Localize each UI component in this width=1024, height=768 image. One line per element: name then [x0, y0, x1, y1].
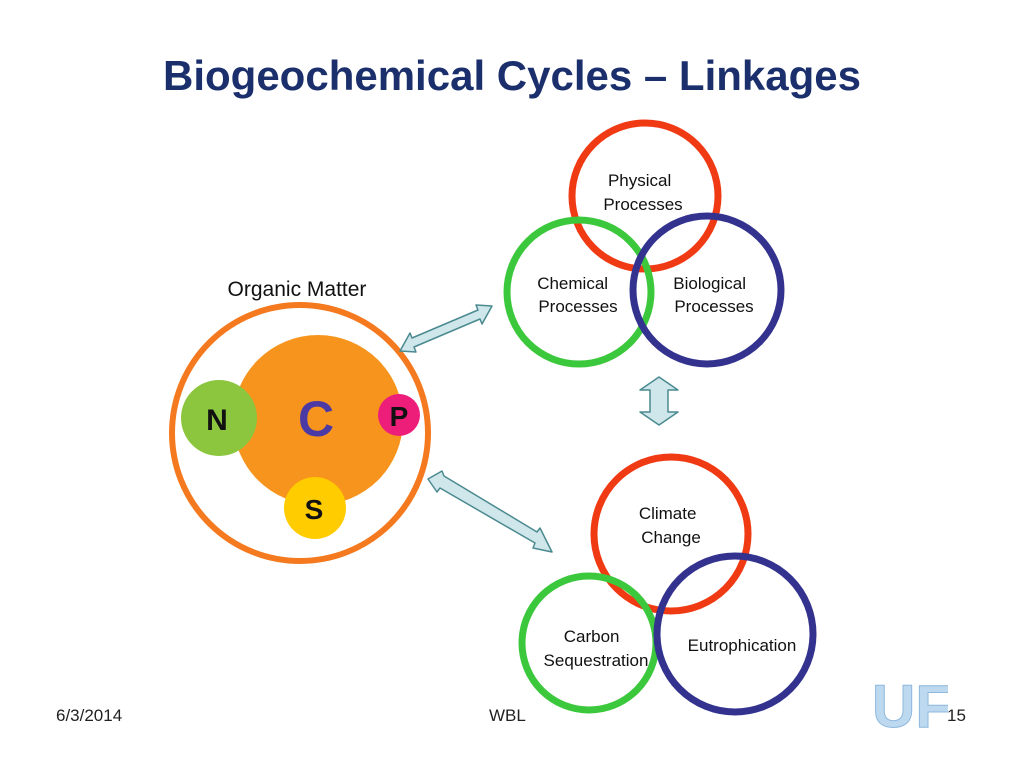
- eutrophication-ring: [653, 552, 817, 716]
- biological-processes-label: Biological Processes: [673, 274, 753, 316]
- climate-line-2: Change: [641, 528, 701, 547]
- double-arrow-bottom: [427, 470, 553, 553]
- biological-line-1: Biological: [673, 274, 746, 293]
- eutrophication-label: Eutrophication: [688, 636, 797, 655]
- nitrogen-circle: [181, 380, 257, 456]
- organic-matter-label: Organic Matter: [228, 278, 367, 301]
- physical-line-2: Processes: [603, 195, 682, 214]
- double-arrow-vertical: [639, 376, 679, 426]
- physical-processes-label: Physical Processes: [603, 171, 682, 214]
- carbon-line-1: Carbon: [564, 627, 620, 646]
- slide-title: Biogeochemical Cycles – Linkages: [163, 52, 861, 99]
- biological-processes-ring: [629, 212, 785, 368]
- carbon-line-2: Sequestration: [544, 651, 649, 670]
- sulfur-label: S: [305, 494, 324, 525]
- nitrogen-label: N: [206, 404, 228, 437]
- carbon-core: [233, 335, 403, 505]
- carbon-label: C: [298, 391, 334, 447]
- phosphorus-circle: [378, 394, 420, 436]
- footer-date: 6/3/2014: [56, 706, 123, 725]
- climate-change-label: Climate Change: [639, 504, 701, 547]
- phosphorus-label: P: [390, 401, 409, 432]
- climate-line-1: Climate: [639, 504, 697, 523]
- chemical-line-1: Chemical: [537, 274, 608, 293]
- logo-text: UF: [872, 673, 948, 733]
- chemical-processes-ring: [503, 216, 655, 368]
- organic-matter-ring: [169, 302, 431, 564]
- climate-change-ring: [590, 453, 752, 615]
- double-arrow-top: [399, 304, 493, 353]
- footer-author: WBL: [489, 706, 526, 725]
- chemical-line-2: Processes: [538, 297, 617, 316]
- chemical-processes-label: Chemical Processes: [537, 274, 617, 316]
- footer-page-number: 15: [947, 706, 966, 725]
- physical-line-1: Physical: [608, 171, 671, 190]
- carbon-sequestration-label: Carbon Sequestration: [544, 627, 649, 670]
- biological-line-2: Processes: [674, 297, 753, 316]
- university-logo: UF: [872, 673, 949, 733]
- sulfur-circle: [284, 477, 346, 539]
